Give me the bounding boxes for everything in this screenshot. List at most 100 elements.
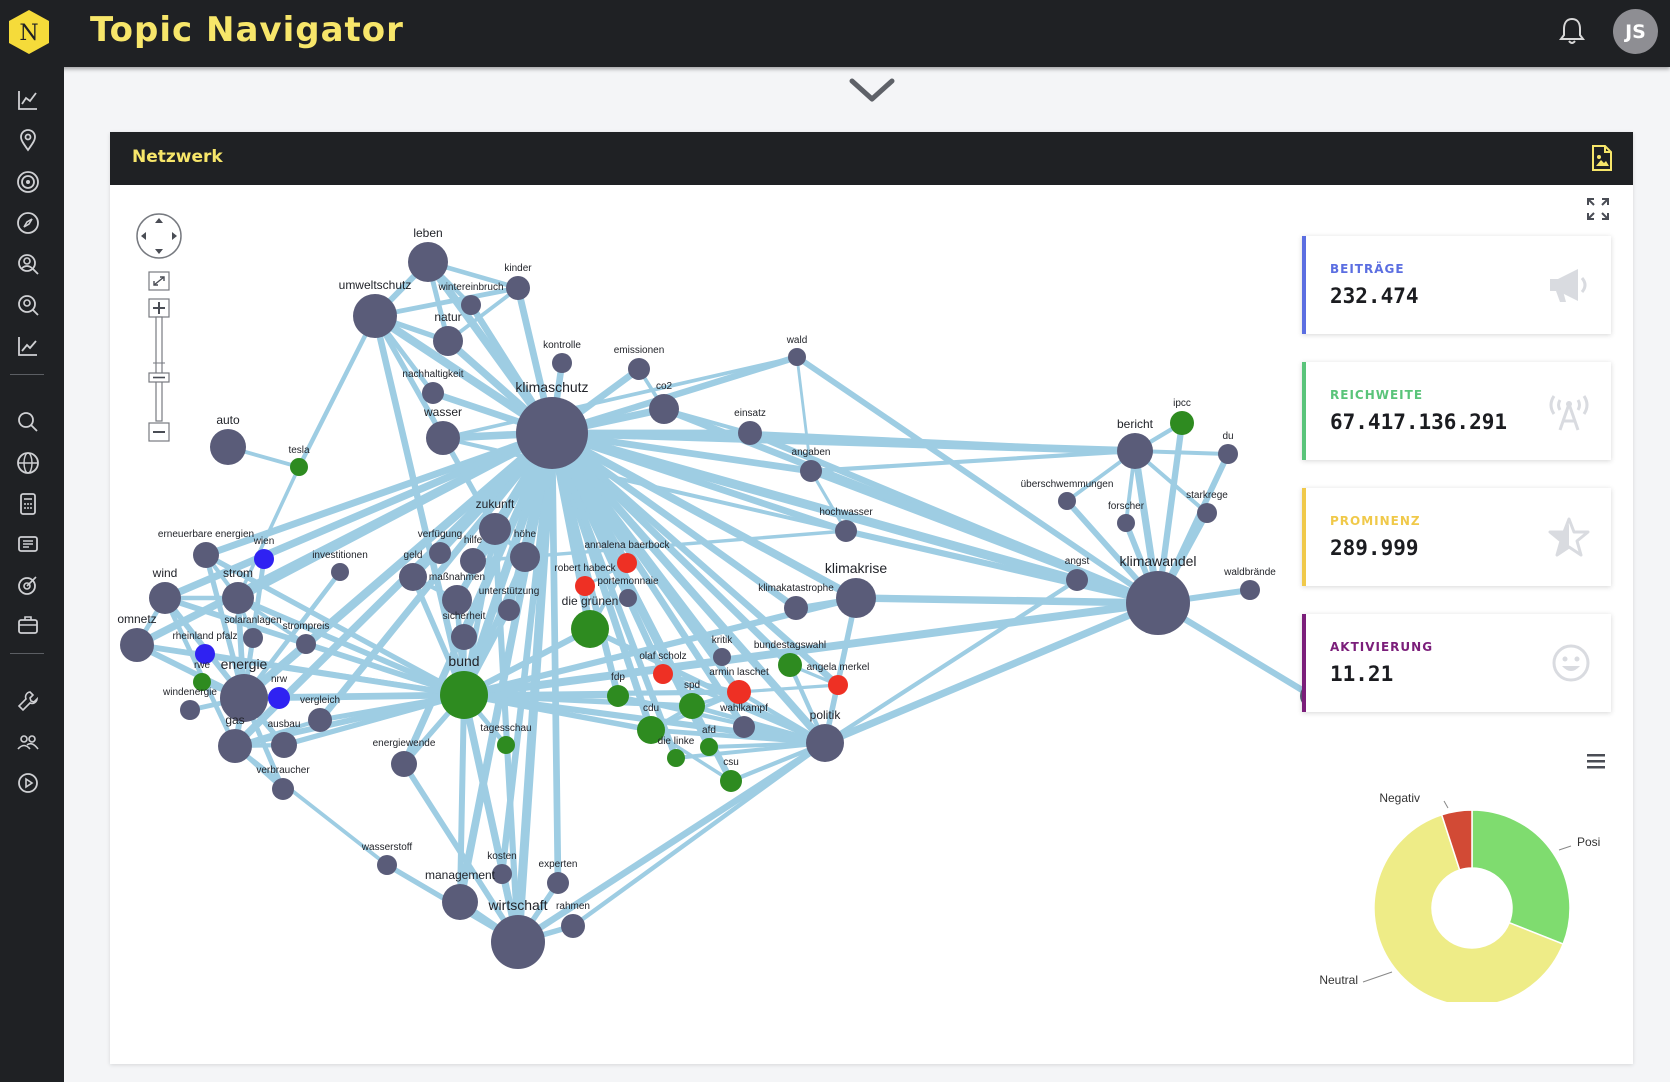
- network-node-hilfe[interactable]: [460, 548, 486, 574]
- export-image-icon[interactable]: [1590, 144, 1614, 172]
- network-node-unterstuetzung[interactable]: [498, 599, 520, 621]
- network-node-klimawandel[interactable]: [1126, 571, 1190, 635]
- network-node-kritik[interactable]: [713, 648, 731, 666]
- node-circle[interactable]: [637, 716, 665, 744]
- network-node-einsatz[interactable]: [738, 421, 762, 445]
- network-node-wald[interactable]: [788, 348, 806, 366]
- node-circle[interactable]: [254, 549, 274, 569]
- node-circle[interactable]: [461, 295, 481, 315]
- network-node-management[interactable]: [442, 884, 478, 920]
- network-node-energie[interactable]: [220, 674, 268, 722]
- trend-chart-icon[interactable]: [16, 334, 40, 358]
- news-icon[interactable]: [16, 532, 40, 556]
- node-circle[interactable]: [353, 294, 397, 338]
- node-circle[interactable]: [575, 576, 595, 596]
- node-circle[interactable]: [149, 582, 181, 614]
- network-node-rahmen[interactable]: [561, 914, 585, 938]
- calculator-icon[interactable]: [16, 492, 40, 516]
- network-node-ueberschwemmungen[interactable]: [1058, 492, 1076, 510]
- network-node-sicherheit[interactable]: [451, 624, 477, 650]
- network-node-gruenen[interactable]: [571, 610, 609, 648]
- node-circle[interactable]: [1117, 433, 1153, 469]
- network-node-tagesschau[interactable]: [497, 736, 515, 754]
- node-circle[interactable]: [738, 421, 762, 445]
- node-circle[interactable]: [506, 276, 530, 300]
- zoom-fit-button[interactable]: [148, 271, 170, 291]
- network-node-baerbock[interactable]: [617, 553, 637, 573]
- network-node-wasser[interactable]: [426, 421, 460, 455]
- network-node-omnetz[interactable]: [120, 628, 154, 662]
- node-circle[interactable]: [607, 685, 629, 707]
- zoom-out-button[interactable]: [148, 422, 170, 442]
- play-circle-icon[interactable]: [16, 771, 40, 795]
- network-node-bund[interactable]: [440, 671, 488, 719]
- briefcase-icon[interactable]: [16, 613, 40, 637]
- network-node-hoehe[interactable]: [510, 542, 540, 572]
- network-node-windenergie[interactable]: [180, 700, 200, 720]
- node-circle[interactable]: [1218, 444, 1238, 464]
- node-circle[interactable]: [778, 653, 802, 677]
- node-circle[interactable]: [510, 542, 540, 572]
- node-circle[interactable]: [1117, 514, 1135, 532]
- pan-control[interactable]: [136, 213, 182, 259]
- node-circle[interactable]: [220, 674, 268, 722]
- donut-slice-neutral[interactable]: [1373, 813, 1565, 1002]
- node-circle[interactable]: [1058, 492, 1076, 510]
- globe-icon[interactable]: [16, 451, 40, 475]
- node-circle[interactable]: [733, 716, 755, 738]
- network-node-wirtschaft[interactable]: [491, 915, 545, 969]
- node-circle[interactable]: [552, 353, 572, 373]
- target-icon[interactable]: [16, 170, 40, 194]
- node-circle[interactable]: [290, 458, 308, 476]
- network-node-bundestagswahl[interactable]: [778, 653, 802, 677]
- network-node-dur[interactable]: [1218, 444, 1238, 464]
- node-circle[interactable]: [828, 675, 848, 695]
- network-node-ausbau[interactable]: [271, 732, 297, 758]
- node-circle[interactable]: [180, 700, 200, 720]
- node-circle[interactable]: [1170, 411, 1194, 435]
- node-circle[interactable]: [272, 778, 294, 800]
- node-circle[interactable]: [120, 628, 154, 662]
- chevron-down-icon[interactable]: [848, 75, 896, 105]
- user-search-icon[interactable]: [16, 252, 40, 276]
- network-node-laschet[interactable]: [727, 680, 751, 704]
- analytics-chart-icon[interactable]: [16, 88, 40, 112]
- network-node-csu[interactable]: [720, 770, 742, 792]
- node-circle[interactable]: [498, 599, 520, 621]
- network-node-natur[interactable]: [433, 326, 463, 356]
- node-circle[interactable]: [399, 563, 427, 591]
- node-circle[interactable]: [788, 348, 806, 366]
- node-circle[interactable]: [440, 671, 488, 719]
- node-circle[interactable]: [784, 596, 808, 620]
- node-circle[interactable]: [547, 872, 569, 894]
- fullscreen-icon[interactable]: [1585, 196, 1611, 222]
- compass-icon[interactable]: [16, 211, 40, 235]
- bell-icon[interactable]: [1558, 16, 1586, 46]
- node-circle[interactable]: [679, 693, 705, 719]
- node-circle[interactable]: [516, 397, 588, 469]
- network-node-investitionen[interactable]: [331, 563, 349, 581]
- network-node-geld[interactable]: [399, 563, 427, 591]
- network-node-kontrolle[interactable]: [552, 353, 572, 373]
- node-circle[interactable]: [492, 864, 512, 884]
- node-circle[interactable]: [479, 513, 511, 545]
- network-node-strom[interactable]: [222, 582, 254, 614]
- node-circle[interactable]: [460, 548, 486, 574]
- node-circle[interactable]: [1066, 569, 1088, 591]
- network-node-hochwasser[interactable]: [835, 520, 857, 542]
- node-circle[interactable]: [628, 358, 650, 380]
- network-node-rwe[interactable]: [193, 673, 211, 691]
- network-node-politik[interactable]: [806, 724, 844, 762]
- network-node-wien[interactable]: [254, 549, 274, 569]
- network-node-afd[interactable]: [700, 738, 718, 756]
- node-circle[interactable]: [408, 242, 448, 282]
- node-circle[interactable]: [442, 884, 478, 920]
- node-circle[interactable]: [422, 382, 444, 404]
- zoom-slider[interactable]: [148, 316, 170, 422]
- network-node-kosten[interactable]: [492, 864, 512, 884]
- node-circle[interactable]: [835, 520, 857, 542]
- node-circle[interactable]: [700, 738, 718, 756]
- node-circle[interactable]: [429, 542, 451, 564]
- node-circle[interactable]: [218, 729, 252, 763]
- node-circle[interactable]: [391, 751, 417, 777]
